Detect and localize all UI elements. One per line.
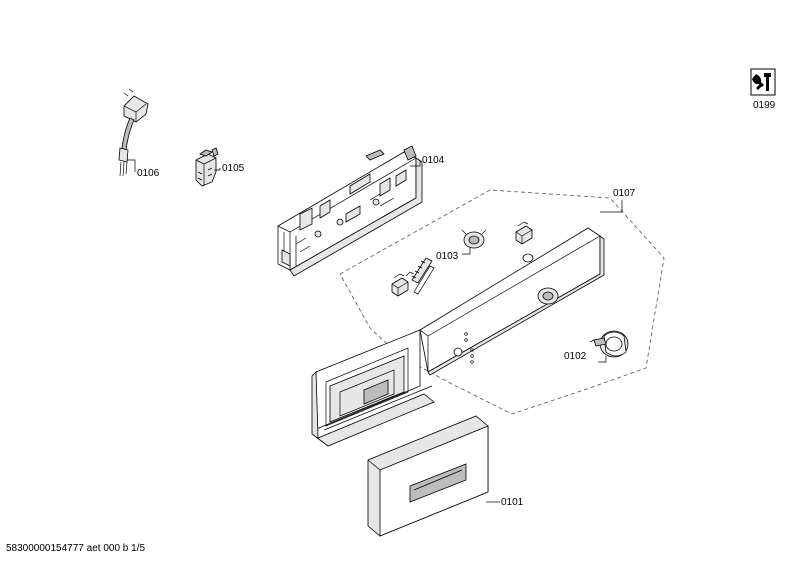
dispenser-housing-frame-part[interactable]	[311, 329, 435, 447]
pushbutton-part-upper[interactable]	[515, 221, 533, 245]
service-code-label: 0199	[753, 100, 776, 111]
label-0106: 0106	[137, 168, 160, 179]
pushbutton-part-lower[interactable]	[391, 273, 409, 297]
label-0104: 0104	[422, 155, 445, 166]
program-selector-knob-part[interactable]	[589, 330, 629, 358]
label-0101: 0101	[501, 497, 524, 508]
selector-switch-part[interactable]	[461, 229, 487, 249]
service-tool-icon	[750, 68, 776, 96]
power-cord-part[interactable]	[118, 88, 149, 177]
label-0103: 0103	[436, 251, 459, 262]
label-0105: 0105	[222, 163, 245, 174]
indicator-light-strip-part[interactable]	[405, 257, 435, 295]
label-0107: 0107	[613, 188, 636, 199]
label-0102: 0102	[564, 351, 587, 362]
connector-switch-part[interactable]	[195, 147, 219, 187]
control-panel-fascia-part[interactable]	[419, 227, 605, 376]
electronic-module-part[interactable]	[277, 145, 423, 277]
document-code: 58300000154777 aet 000 b 1/5	[6, 543, 146, 554]
dispenser-drawer-front-part[interactable]	[367, 415, 489, 537]
